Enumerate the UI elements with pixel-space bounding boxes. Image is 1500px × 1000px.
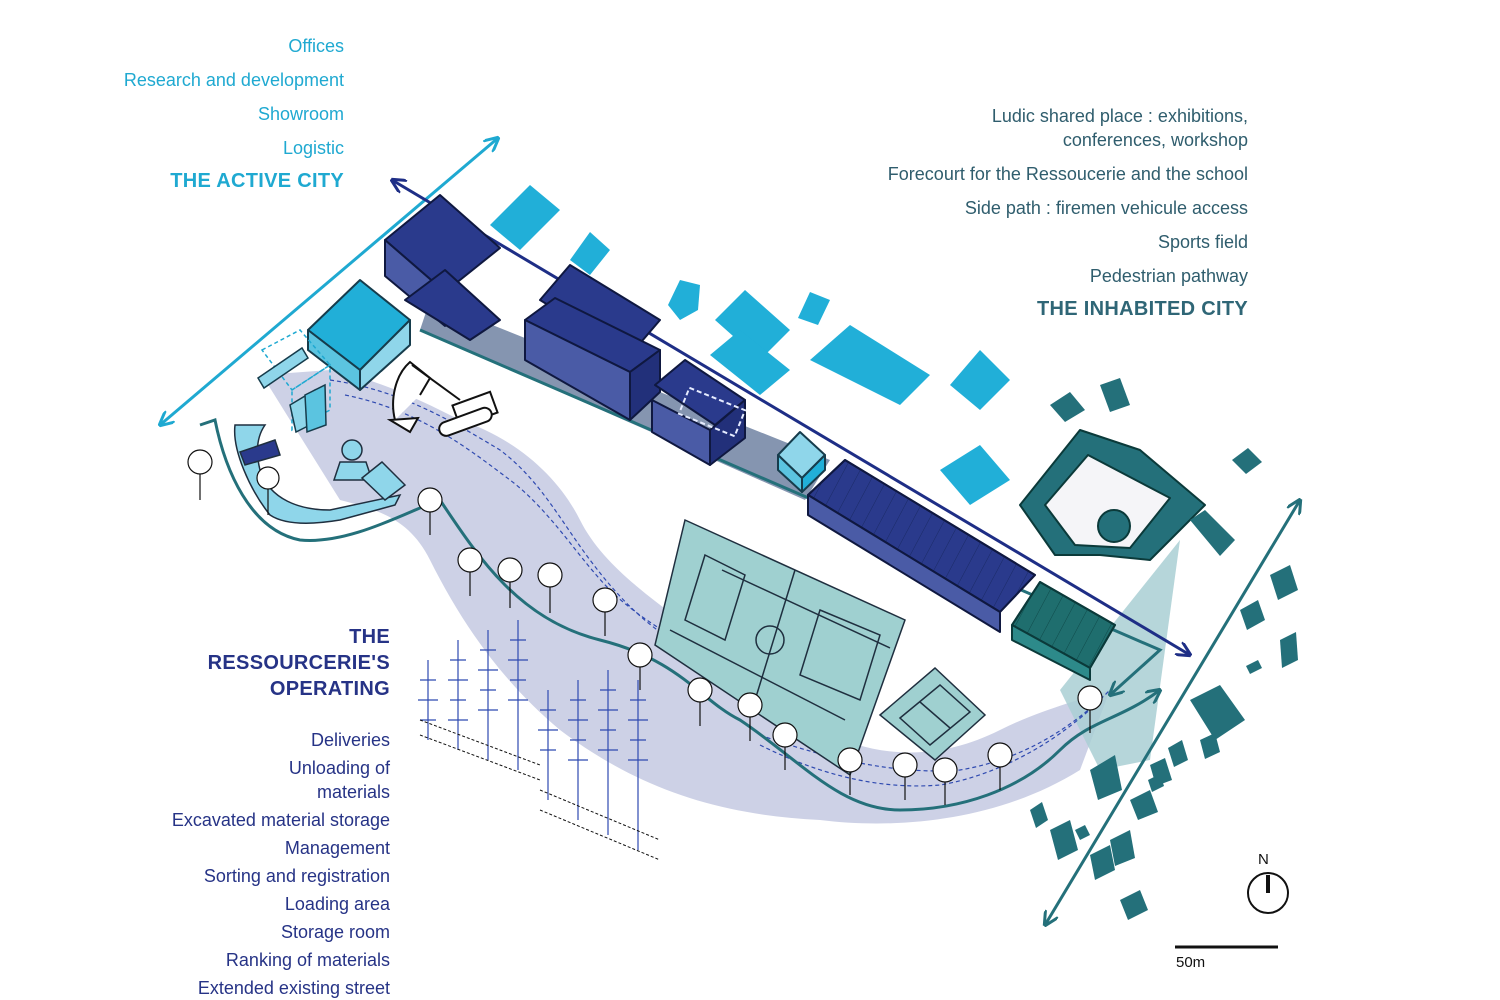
inhabited-light-buildings [490, 185, 1010, 505]
north-compass-icon [1247, 872, 1289, 914]
operating-item-loading: Loading area [284, 894, 390, 914]
teal-greenhouse [1011, 581, 1116, 681]
inhabited-city-title: THE INHABITED CITY [1037, 298, 1248, 320]
inhabited-item-pedestrian: Pedestrian pathway [1089, 266, 1248, 286]
tennis-court [878, 666, 987, 761]
showroom-dashed-outline [677, 386, 747, 438]
active-city-title: THE ACTIVE CITY [170, 170, 344, 192]
trees-row [187, 449, 1103, 805]
active-item-showroom: Showroom [257, 104, 344, 124]
operating-item-deliveries: Deliveries [310, 730, 390, 750]
inhabited-item-ludic: Ludic shared place : exhibitions, confer… [991, 106, 1248, 150]
sorting-area [233, 424, 407, 525]
active-item-offices: Offices [288, 36, 344, 56]
active-city-legend: Offices Research and development Showroo… [60, 34, 344, 193]
active-item-research: Research and development [123, 70, 344, 90]
operating-item-sorting: Sorting and registration [203, 866, 390, 886]
logistic-dashed-volume [260, 329, 332, 432]
operating-item-storage: Storage room [280, 922, 390, 942]
active-item-logistic: Logistic [282, 138, 344, 158]
operating-legend: THE RESSOURCERIE'S OPERATING Deliveries … [60, 624, 390, 1000]
inhabited-item-forecourt: Forecourt for the Ressoucerie and the sc… [887, 164, 1248, 184]
operating-item-excavated: Excavated material storage [171, 810, 390, 830]
forest-grid-lines [419, 719, 661, 861]
operating-item-street: Extended existing street [197, 978, 390, 998]
poplar-forest [418, 620, 648, 850]
inhabited-item-side-path: Side path : firemen vehicule access [964, 198, 1248, 218]
operating-item-ranking: Ranking of materials [225, 950, 390, 970]
compass-label: N [1258, 851, 1269, 868]
scale-bar-label: 50m [1176, 954, 1206, 971]
sports-field [654, 518, 906, 777]
school-satellites [1050, 378, 1262, 556]
inhabited-city-axis-arrow [1045, 500, 1300, 925]
operating-item-management: Management [284, 838, 390, 858]
small-blocks [256, 346, 327, 434]
street-houses [1030, 565, 1298, 920]
offices-building [307, 279, 411, 391]
school-building [1019, 429, 1206, 561]
small-cube-building [777, 431, 826, 493]
operating-item-unloading: Unloading of materials [288, 758, 390, 802]
inhabited-city-legend: Ludic shared place : exhibitions, confer… [760, 104, 1248, 321]
pedestrian-pathway-line [199, 418, 1160, 812]
inhabited-item-sports-field: Sports field [1157, 232, 1248, 252]
operating-title: THE RESSOURCERIE'S OPERATING [207, 626, 390, 700]
greenhouse-building [807, 459, 1036, 633]
excavator-icon [386, 360, 499, 437]
